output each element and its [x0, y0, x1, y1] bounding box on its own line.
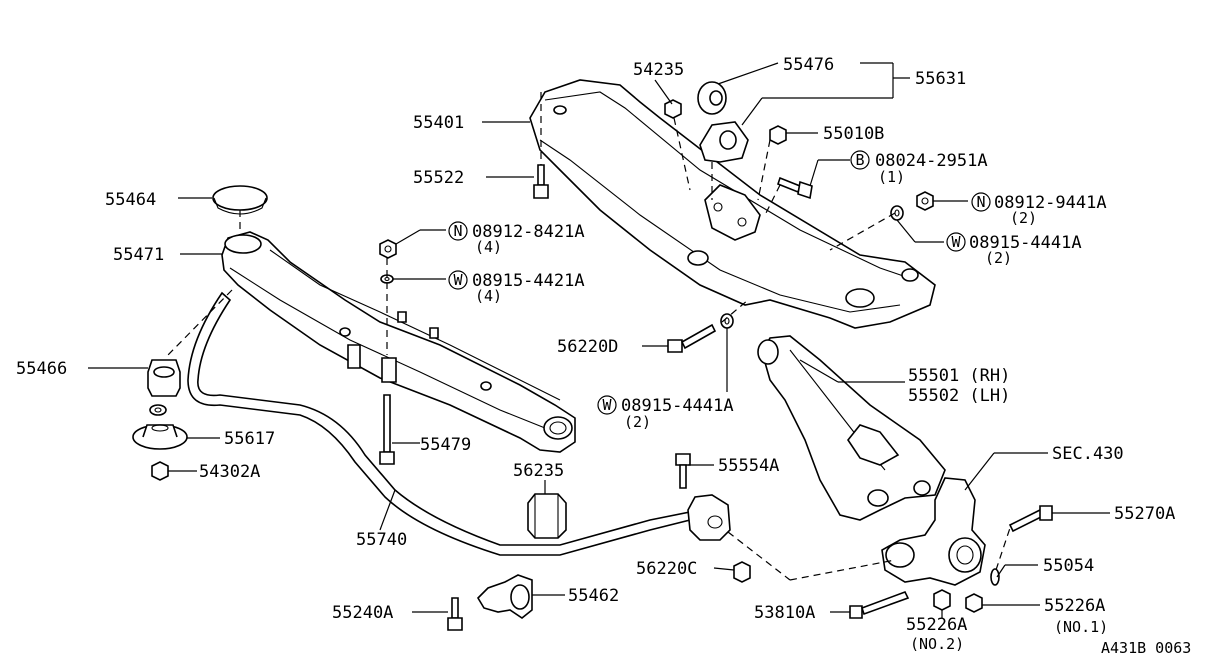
svg-text:N: N	[453, 222, 462, 240]
svg-text:W: W	[453, 271, 463, 289]
label-55522: 55522	[413, 168, 464, 188]
nut-54235	[664, 99, 682, 119]
label-55226A-no1: 55226A	[1044, 596, 1105, 616]
stabilizer-link	[687, 494, 731, 541]
label-55226A-no2: 55226A	[906, 615, 967, 635]
nut-08912-9441A	[916, 191, 934, 211]
label-56235: 56235	[513, 461, 564, 481]
insulator-55617	[132, 424, 188, 450]
bolt-55240A	[447, 597, 463, 631]
label-08915-4421A: 08915-4421A	[472, 271, 585, 291]
washer-55466	[149, 404, 167, 416]
label-08024-2951A: 08024-2951A	[875, 151, 988, 171]
washer-55054	[990, 568, 1000, 586]
label-08915-4441A-upper: 08915-4441A	[969, 233, 1082, 253]
label-08912-9441A-qty: (2)	[1010, 209, 1037, 227]
bracket-55462	[476, 574, 533, 619]
label-08915-4441A-lower: 08915-4441A	[621, 396, 734, 416]
bolt-08024-2951A	[777, 176, 813, 200]
label-55502: 55502 (LH)	[908, 386, 1010, 406]
knuckle-sec430	[881, 477, 986, 586]
bushing-55466	[147, 359, 181, 397]
label-55554A: 55554A	[718, 456, 779, 476]
mount-bushing-55476	[697, 81, 727, 115]
label-reference-code: A431B 0063	[1101, 639, 1191, 657]
bolt-53810A	[849, 590, 910, 619]
label-sec430: SEC.430	[1052, 444, 1124, 464]
bushing-56235	[527, 493, 567, 539]
label-08912-8421A-qty: (4)	[475, 238, 502, 256]
subframe-55471	[221, 231, 576, 453]
label-53810A: 53810A	[754, 603, 815, 623]
label-55462: 55462	[568, 586, 619, 606]
label-08915-4441A-lower-qty: (2)	[624, 413, 651, 431]
marker-B: B	[850, 150, 870, 170]
label-55466: 55466	[16, 359, 67, 379]
nut-56220C	[733, 561, 751, 583]
label-55226A-no2-note: (NO.2)	[910, 635, 964, 653]
marker-W-4441-upper: W	[946, 232, 966, 252]
label-55226A-no1-note: (NO.1)	[1054, 618, 1108, 636]
label-55054: 55054	[1043, 556, 1094, 576]
bolt-56220D	[667, 323, 717, 353]
label-08915-4421A-qty: (4)	[475, 287, 502, 305]
assembly-guide-lines	[167, 92, 1011, 581]
nut-55226A-no1	[965, 593, 983, 613]
bolt-55522	[533, 164, 549, 199]
label-56220D: 56220D	[557, 337, 618, 357]
nut-54302A	[151, 461, 169, 481]
bolt-55479	[379, 394, 395, 465]
marker-N-9441: N	[971, 192, 991, 212]
label-08912-9441A: 08912-9441A	[994, 193, 1107, 213]
label-55010B: 55010B	[823, 124, 884, 144]
label-08024-qty: (1)	[878, 168, 905, 186]
part-labels: 54235 55476 55631 55401 55010B 08024-295…	[16, 55, 1191, 657]
bolt-55554A	[675, 453, 691, 489]
label-08912-8421A: 08912-8421A	[472, 222, 585, 242]
lower-arm-55501-55502	[757, 335, 946, 521]
svg-text:B: B	[855, 151, 864, 169]
label-55270A: 55270A	[1114, 504, 1175, 524]
bolt-55270A	[1008, 505, 1053, 533]
marker-W-4441-lower: W	[597, 395, 617, 415]
svg-text:N: N	[976, 193, 985, 211]
label-55471: 55471	[113, 245, 164, 265]
label-55501: 55501 (RH)	[908, 366, 1010, 386]
marker-W-4421: W	[448, 270, 468, 290]
cap-55464	[212, 185, 268, 215]
label-55631: 55631	[915, 69, 966, 89]
label-55617: 55617	[224, 429, 275, 449]
svg-text:W: W	[602, 396, 612, 414]
label-54235: 54235	[633, 60, 684, 80]
svg-text:W: W	[951, 233, 961, 251]
label-55476: 55476	[783, 55, 834, 75]
label-55740: 55740	[356, 530, 407, 550]
label-55464: 55464	[105, 190, 156, 210]
label-55240A: 55240A	[332, 603, 393, 623]
stabilizer-bar-55740	[187, 291, 691, 556]
marker-N-8421: N	[448, 221, 468, 241]
washer-08915-4441A-upper	[890, 205, 904, 221]
nut-55010B	[769, 125, 787, 145]
leader-lines	[88, 62, 1110, 618]
crossmember-55401	[529, 79, 936, 329]
label-08915-4441A-upper-qty: (2)	[985, 249, 1012, 267]
nut-55226A-no2	[933, 589, 951, 611]
mount-bracket-55631	[699, 121, 749, 163]
label-54302A: 54302A	[199, 462, 260, 482]
label-56220C: 56220C	[636, 559, 697, 579]
label-55479: 55479	[420, 435, 471, 455]
nut-08912-8421A	[379, 239, 397, 259]
label-55401: 55401	[413, 113, 464, 133]
